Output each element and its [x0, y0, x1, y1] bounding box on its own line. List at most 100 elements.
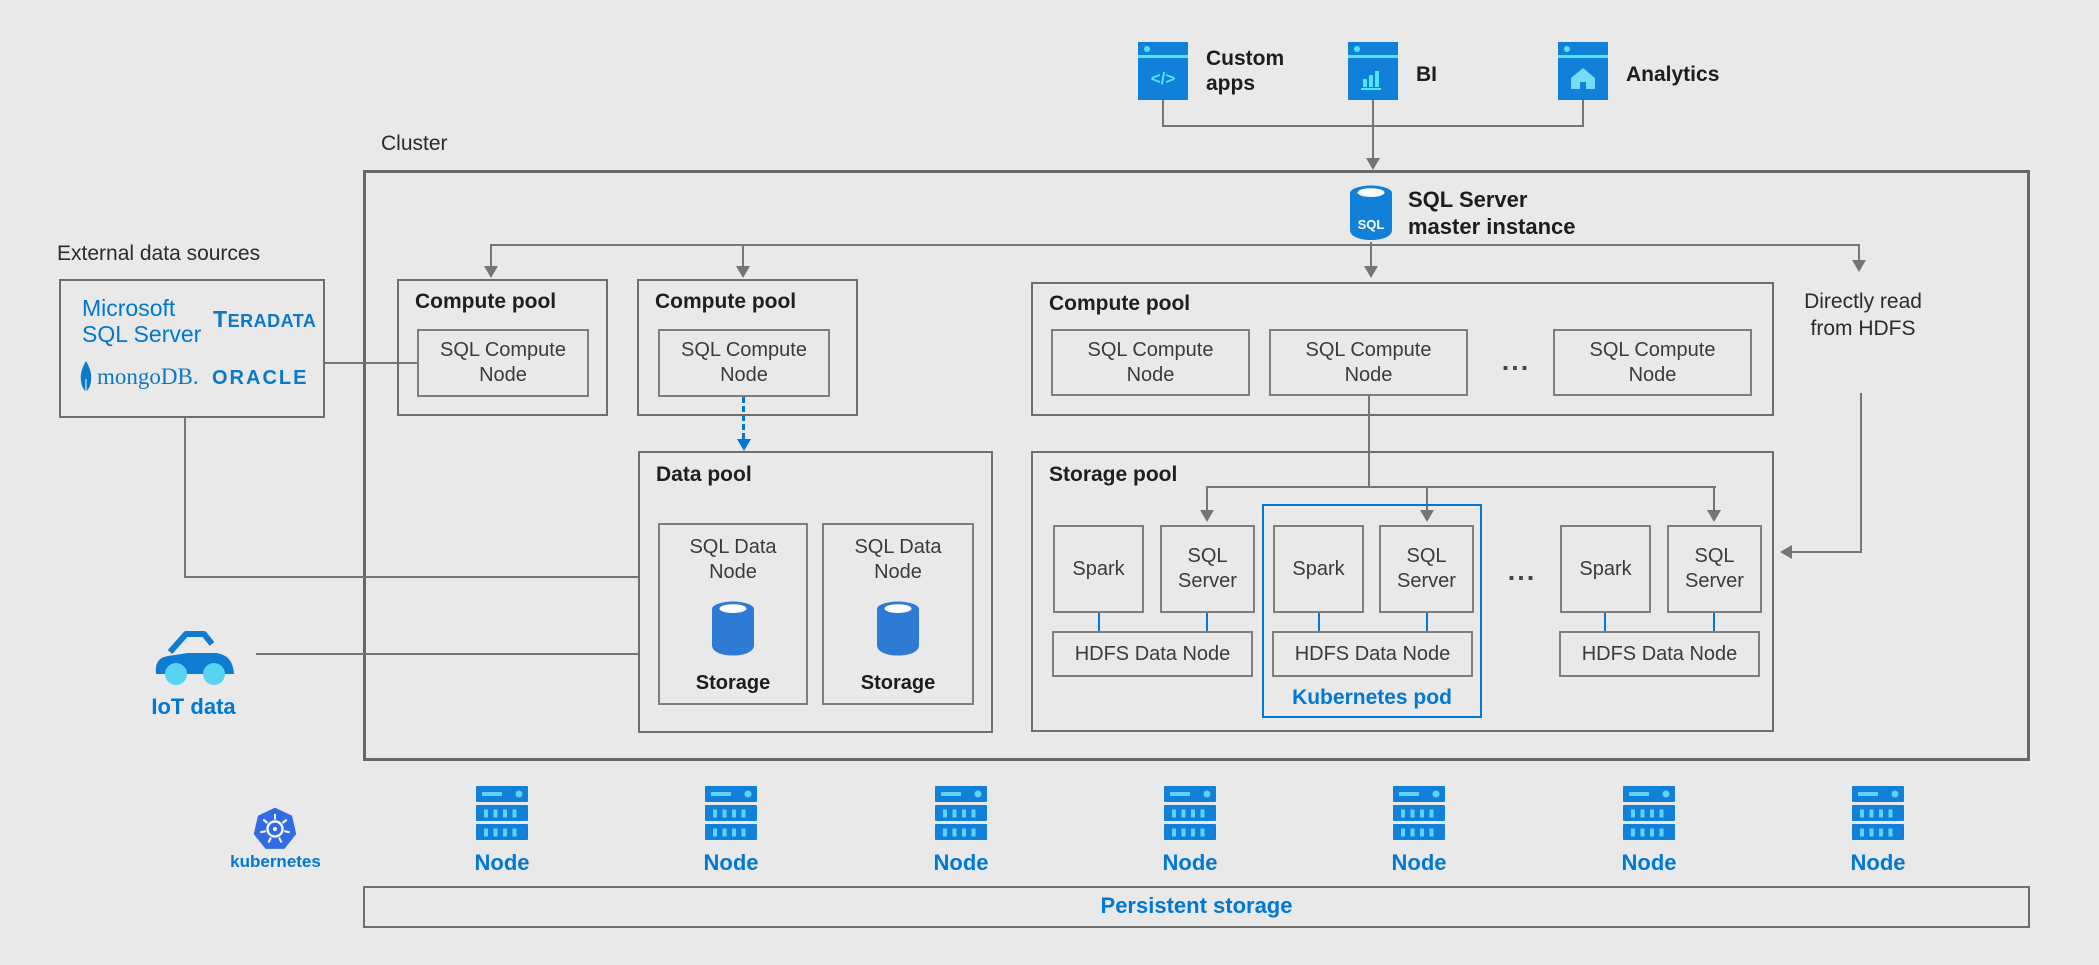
custom-apps-label: Custom apps — [1206, 47, 1285, 95]
arrowhead-into-master — [1366, 158, 1380, 170]
node-label: Node — [1621, 850, 1677, 875]
compute-pool-3-title: Compute pool — [1049, 292, 1191, 315]
external-sources-title: External data sources — [57, 242, 261, 265]
node-label: Node — [474, 850, 530, 875]
server-icon — [705, 786, 757, 840]
iot-car-icon — [155, 631, 234, 685]
master-instance-label: SQL Server master instance — [1408, 187, 1576, 239]
node-label: Node — [1850, 850, 1906, 875]
compute-pool-1-title: Compute pool — [415, 290, 557, 313]
storage-label: Storage — [695, 672, 771, 694]
node-label: Node — [703, 850, 759, 875]
analytics-label: Analytics — [1626, 63, 1720, 86]
spark-box: Spark — [1560, 525, 1651, 613]
node-item: Node — [1145, 786, 1235, 876]
kubernetes-pod-box — [1262, 504, 1482, 718]
cluster-box — [363, 170, 2030, 761]
connector-sqlserver-hdfs — [1713, 613, 1715, 631]
mongodb-logo: mongoDB. — [78, 360, 199, 394]
cluster-label: Cluster — [381, 132, 448, 155]
arrowhead-into-data-pool — [737, 439, 751, 451]
hdfs-data-node-box: HDFS Data Node — [1272, 631, 1473, 677]
connector-hdfs-note-down — [1860, 393, 1862, 553]
storage-branch-line — [1207, 486, 1716, 488]
window-titlebar — [1558, 55, 1608, 58]
storage-pool-box — [1031, 451, 1774, 732]
window-titlebar — [1348, 55, 1398, 58]
node-item: Node — [1604, 786, 1694, 876]
server-icon — [935, 786, 987, 840]
server-icon — [1164, 786, 1216, 840]
hdfs-data-node-box: HDFS Data Node — [1559, 631, 1760, 677]
connector-sqlserver-hdfs — [1206, 613, 1208, 631]
connector-external-down — [184, 418, 186, 578]
connector-compute3-to-storage-pool — [1368, 396, 1370, 486]
connector-hdfs-note-left — [1792, 551, 1862, 553]
code-icon: </> — [1150, 69, 1176, 88]
connector-spark-hdfs — [1098, 613, 1100, 631]
storage-pool-ellipsis: ... — [1507, 556, 1537, 586]
connector-to-compute-pool-1 — [490, 244, 492, 266]
node-item: Node — [1833, 786, 1923, 876]
server-icon — [1623, 786, 1675, 840]
window-titlebar — [1138, 55, 1188, 58]
arrowhead-into-storage-pool — [1780, 545, 1792, 559]
distribution-line — [490, 244, 1860, 246]
sql-server-box: SQL Server — [1379, 525, 1474, 613]
storage-pool-title: Storage pool — [1049, 463, 1178, 486]
window-dot — [1564, 46, 1570, 52]
storage-cylinder-icon — [877, 601, 919, 655]
node-label: Node — [1391, 850, 1447, 875]
sql-server-box: SQL Server — [1667, 525, 1762, 613]
oracle-logo: ORACLE — [212, 367, 309, 389]
connector-spark-hdfs — [1318, 613, 1320, 631]
sql-master-cylinder-icon: SQL — [1348, 184, 1394, 247]
sql-server-box: SQL Server — [1160, 525, 1255, 613]
sql-cylinder-text: SQL — [1358, 217, 1385, 232]
window-dot — [1354, 46, 1360, 52]
node-item: Node — [686, 786, 776, 876]
connector-branch-g3 — [1713, 486, 1715, 510]
node-item: Node — [457, 786, 547, 876]
teradata-logo: TERADATA — [213, 306, 317, 332]
kubernetes-label: kubernetes — [230, 852, 321, 871]
compute-pool-2-box — [637, 279, 858, 416]
bar-chart-icon — [1348, 58, 1398, 100]
arrowhead-into-hdfs-note — [1852, 260, 1866, 272]
compute-pool-1-box — [397, 279, 608, 416]
arrowhead-into-compute-pool-3 — [1364, 266, 1378, 278]
connector-analytics-down — [1582, 100, 1584, 125]
hdfs-note-label: Directly read from HDFS — [1804, 290, 1922, 340]
sql-compute-node-box: SQL Compute Node — [1269, 329, 1468, 396]
external-sources-box — [59, 279, 325, 418]
window-dot — [1144, 46, 1150, 52]
compute-pool-3-box — [1031, 282, 1774, 416]
spark-box: Spark — [1053, 525, 1144, 613]
hdfs-data-node-box: HDFS Data Node — [1052, 631, 1253, 677]
node-item: Node — [916, 786, 1006, 876]
server-icon — [1852, 786, 1904, 840]
sql-data-node-label: SQL Data Node — [854, 536, 942, 583]
arrowhead-into-compute-pool-2 — [736, 266, 750, 278]
arrowhead-into-sql-server-2 — [1420, 510, 1434, 522]
connector-sqlserver-hdfs — [1426, 613, 1428, 631]
connector-external-to-data-pool — [184, 576, 638, 578]
node-item: Node — [1374, 786, 1464, 876]
sql-data-node-box: SQL Data Node Storage — [658, 523, 808, 705]
storage-label: Storage — [860, 672, 936, 694]
arrowhead-into-sql-server-1 — [1200, 510, 1214, 522]
compute-pool-ellipsis: ... — [1501, 346, 1531, 376]
connector-branch-g1 — [1206, 486, 1208, 510]
connector-spark-hdfs — [1604, 613, 1606, 631]
arrowhead-into-sql-server-3 — [1707, 510, 1721, 522]
bi-label: BI — [1416, 63, 1437, 86]
kubernetes-logo-icon — [253, 807, 297, 849]
sql-compute-node-box: SQL Compute Node — [417, 329, 589, 397]
analytics-icon — [1558, 42, 1608, 100]
home-icon — [1558, 58, 1608, 100]
sql-compute-node-box: SQL Compute Node — [1553, 329, 1752, 396]
connector-to-hdfs-note — [1858, 244, 1860, 260]
iot-data-label: IoT data — [151, 694, 236, 719]
data-pool-box — [638, 451, 993, 733]
